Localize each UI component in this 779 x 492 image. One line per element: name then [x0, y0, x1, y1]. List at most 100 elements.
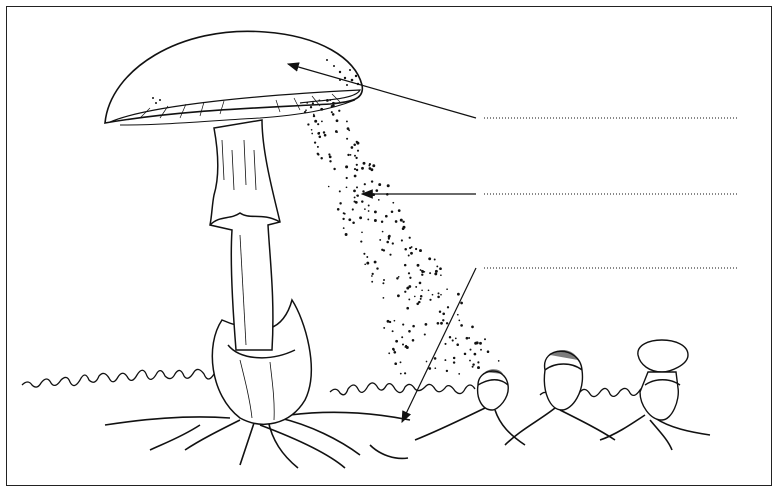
spore-dot [406, 307, 409, 310]
spore-dot [452, 339, 454, 341]
spore-dot [394, 320, 396, 322]
spore-dot [338, 110, 340, 112]
spore-dot [389, 254, 391, 256]
spore-dot [477, 366, 480, 369]
young-mushroom-medium [544, 350, 582, 410]
spore-dot [367, 218, 369, 220]
spore-dot [434, 259, 436, 261]
spore-dot [314, 141, 316, 143]
spore-dot [319, 136, 322, 139]
spore-dot [428, 289, 430, 291]
spore-dot [346, 186, 348, 188]
spore-dot [392, 242, 394, 244]
spore-dot [404, 372, 406, 374]
spore-dot [378, 183, 381, 186]
spore-dot [404, 264, 407, 267]
spore-dot [479, 342, 482, 345]
spore-dot [368, 210, 370, 212]
spore-dot [395, 220, 398, 223]
spore-dot [402, 221, 404, 223]
spore-dot [471, 326, 474, 329]
spore-dot [353, 190, 356, 193]
spore-dot [425, 323, 428, 326]
spore-dot [420, 295, 423, 298]
spore-dot [345, 233, 348, 236]
spore-dot [347, 154, 349, 156]
spore-dot [329, 156, 332, 159]
spore-dot [444, 359, 446, 361]
spore-dot [363, 162, 366, 165]
spore-dot [428, 257, 431, 260]
spore-dot [401, 239, 403, 241]
spore-dot [440, 294, 442, 296]
label-lines [484, 118, 738, 268]
spore-dot [329, 160, 331, 162]
spore-dot [434, 357, 437, 360]
spore-dot [304, 111, 306, 113]
spore-dot [396, 340, 398, 342]
spore-dot [351, 146, 354, 149]
spore-dot [306, 102, 308, 104]
spore-dot [498, 360, 500, 362]
spore-dot [333, 168, 335, 170]
spore-dot [313, 114, 315, 116]
spore-dot [437, 322, 440, 325]
spore-dot [383, 327, 385, 329]
spore-dot [400, 373, 402, 375]
spore-dot [460, 324, 463, 327]
spore-dot [477, 361, 479, 363]
spore-dot [472, 363, 474, 365]
spore-dot [359, 216, 362, 219]
spore-dot [354, 168, 356, 170]
spore-dot [383, 279, 385, 281]
spore-dot [375, 189, 378, 192]
spore-dot [388, 352, 390, 354]
spore-dot [402, 343, 404, 345]
spore-dot [446, 370, 448, 372]
spore-dot [321, 120, 323, 122]
spore-dot [312, 102, 314, 104]
spore-dot [362, 190, 364, 192]
spore-dot [379, 239, 381, 241]
spore-dot [484, 338, 486, 340]
spore-dot [453, 357, 455, 359]
stipe [210, 120, 280, 350]
spore-dot [420, 298, 422, 300]
spore-dot [411, 246, 413, 248]
spore-dot [388, 238, 390, 240]
spore-dot [412, 339, 415, 342]
spore-dot [426, 361, 428, 363]
spore-dot [374, 261, 377, 264]
spore-dot [397, 294, 400, 297]
young-mushroom-large [638, 340, 688, 420]
young-mushroom-small [478, 369, 509, 410]
spore-dot [372, 273, 374, 275]
spore-dot [363, 253, 365, 255]
spore-dot [382, 282, 384, 284]
spore-dot [449, 336, 451, 338]
spore-dot [320, 157, 322, 159]
spore-dot [393, 351, 396, 354]
spore-dot [337, 208, 340, 211]
spore-dot [317, 153, 319, 155]
spore-dot [343, 227, 345, 229]
spore-dot [353, 144, 356, 147]
spore-dot [434, 367, 436, 369]
spore-dot [355, 157, 357, 159]
spore-dot [487, 350, 490, 353]
spore-dot [370, 168, 373, 171]
spore-dot [458, 373, 460, 375]
spore-dot [366, 262, 369, 265]
spore-dot [408, 285, 411, 288]
spore-dot [457, 314, 459, 316]
spore-cloud [304, 99, 500, 375]
spore-dot [366, 256, 368, 258]
spore-dot [317, 123, 319, 125]
spore-dot [374, 210, 377, 213]
spore-dot [446, 322, 448, 324]
spore-dot [356, 186, 358, 188]
spore-dot [311, 133, 313, 135]
spore-dot [346, 177, 348, 179]
spore-dot [318, 99, 320, 101]
